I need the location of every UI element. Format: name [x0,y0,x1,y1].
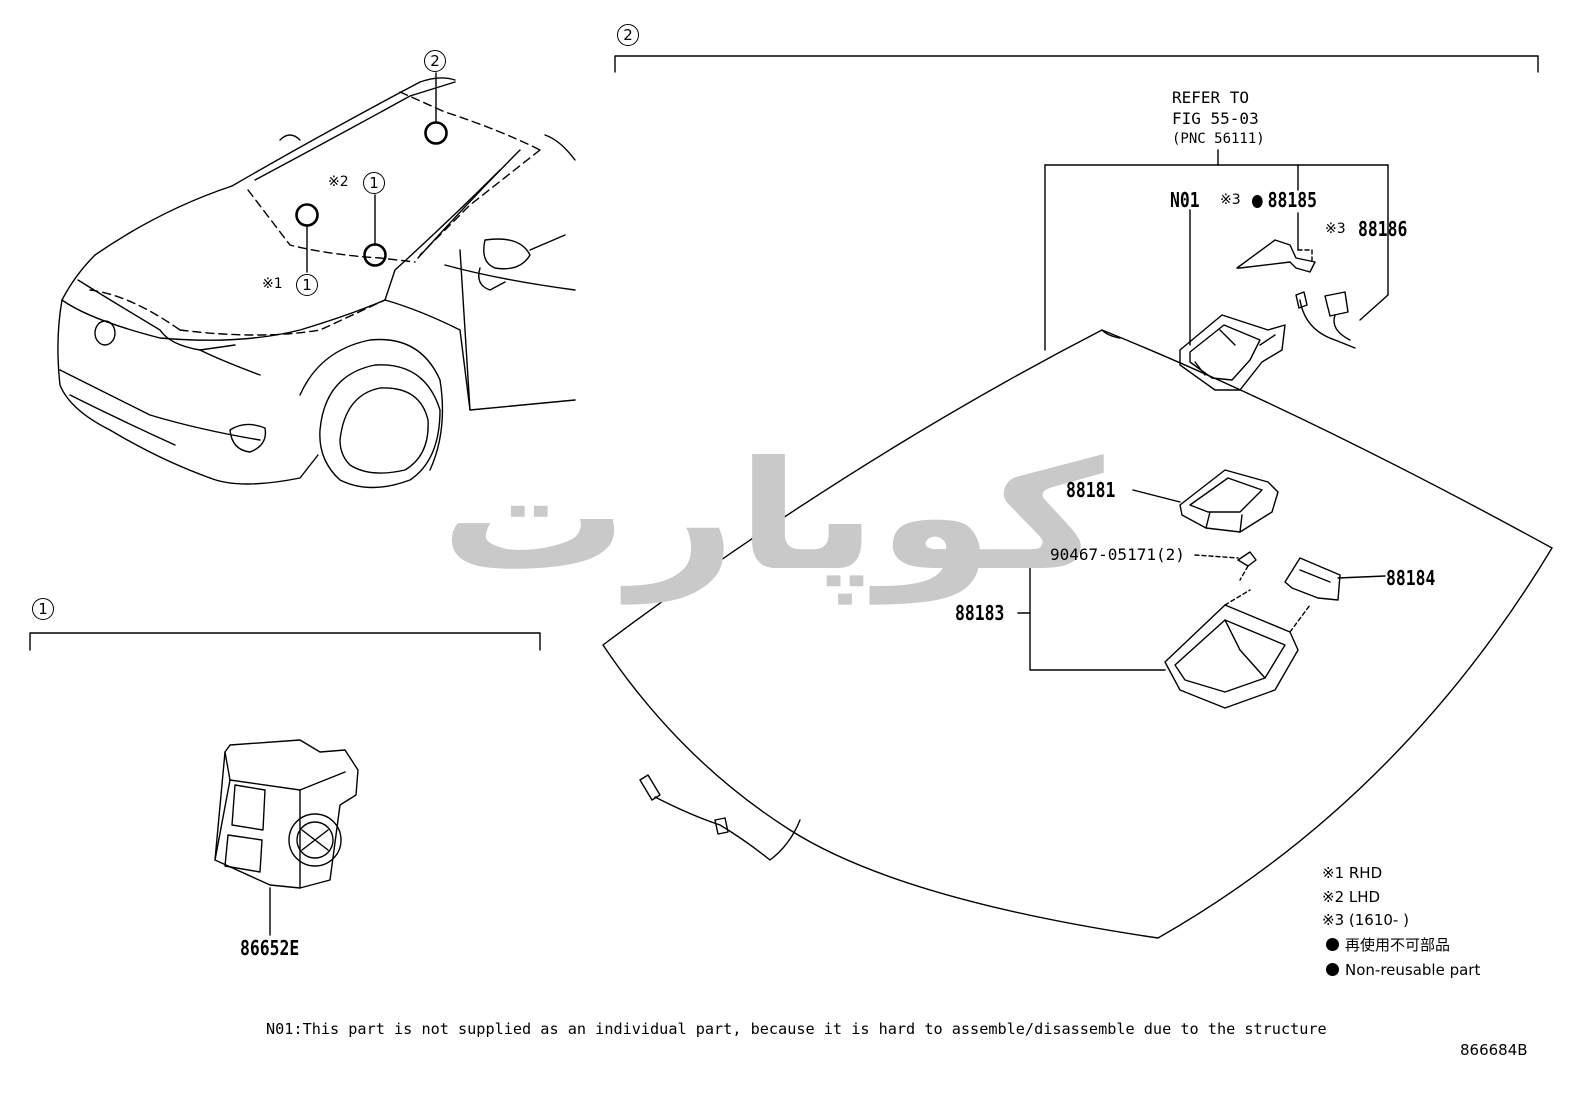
section-2-bracket [614,55,1539,73]
callout-1-section: 1 [32,598,54,620]
footer-n01-note: N01:This part is not supplied as an indi… [266,1020,1327,1038]
part-label-88183: 88183 [955,601,1005,625]
non-reusable-dot-icon [1326,963,1339,976]
part-label-88186: 88186 [1358,217,1408,241]
refer-to-line1: REFER TO [1172,88,1250,107]
section-1-bracket [29,632,541,651]
legend-rhd: ※1 RHD [1322,864,1383,882]
part-88185-plate [1236,239,1316,273]
legend-en-text: Non-reusable part [1345,961,1481,979]
callout-1-car-rhd: 1 [296,274,318,296]
refer-to-line2: FIG 55-03 [1172,109,1259,128]
part-label-90467: 90467-05171(2) [1050,545,1185,564]
refer-to-bracket [1044,149,1389,351]
callout-2-car: 2 [424,50,446,72]
windshield-cable [639,774,801,861]
note-mark-2-car: ※2 [328,174,349,190]
part-88186-harness [1295,291,1356,349]
legend-date: ※3 (1610- ) [1322,911,1409,929]
refer-to-line3: (PNC 56111) [1172,131,1265,147]
legend-jp-text: 再使用不可部品 [1345,936,1451,954]
legend-non-reusable-jp: 再使用不可部品 [1326,938,1450,953]
legend-lhd: ※2 LHD [1322,888,1381,906]
part-88183-cover [1017,554,1311,709]
part-label-88184: 88184 [1386,566,1436,590]
part-88181-sensor [1132,469,1279,533]
note-mark-3-88185: ※3 [1220,192,1241,208]
n01-camera-bracket [1179,314,1286,391]
part-number-88185: 88185 [1267,188,1317,212]
part-88184-bracket [1284,557,1386,601]
part-label-88181: 88181 [1066,478,1116,502]
part-label-88185: 88185 [1252,190,1317,210]
non-reusable-dot-icon [1252,195,1263,208]
watermark-logo: كوپارت [440,430,1104,604]
part-label-86652e: 86652E [240,936,300,960]
figure-id: 866684B [1460,1041,1528,1059]
part-90467-clip [1194,551,1257,581]
windshield-glass [602,329,1553,939]
callout-1-car-lhd: 1 [363,172,385,194]
part-86652e-switch [214,739,359,936]
note-mark-1-car: ※1 [262,276,283,292]
note-mark-3-88186: ※3 [1325,221,1346,237]
non-reusable-dot-icon [1326,938,1339,951]
legend-non-reusable-en: Non-reusable part [1326,963,1480,978]
part-label-n01: N01 [1170,188,1200,212]
car-overview-illustration [57,72,576,489]
callout-2-section: 2 [617,24,639,46]
